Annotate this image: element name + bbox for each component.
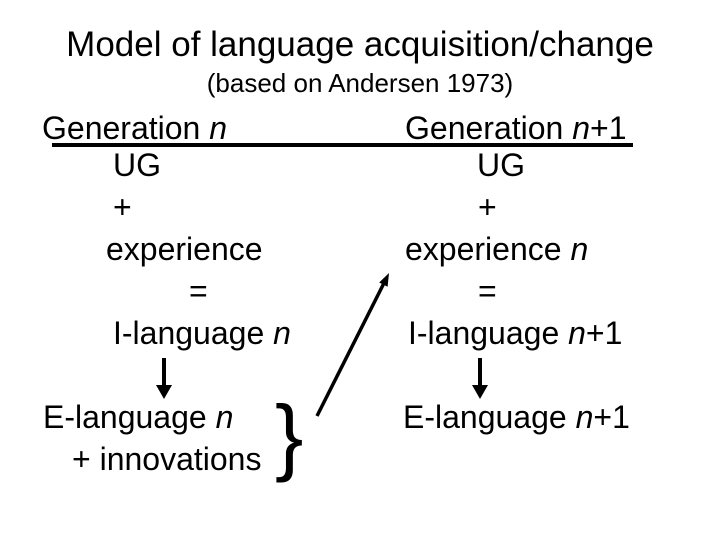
left-column-header: Generation n (42, 109, 227, 147)
right-ug-label: UG (477, 147, 525, 183)
left-equals-label: = (189, 273, 208, 309)
right-experience-text: experience (405, 231, 571, 267)
left-e-language-variable: n (215, 399, 234, 435)
left-experience-label: experience (106, 230, 263, 268)
diagonal-arrow-icon (315, 273, 389, 417)
header-underline (52, 143, 633, 147)
right-i-language-suffix: +1 (585, 315, 623, 351)
left-e-language-text: E-language (43, 399, 216, 435)
right-i-language-label: I-language n+1 (408, 314, 622, 352)
right-e-language-suffix: +1 (593, 399, 630, 435)
right-plus-label: + (478, 189, 497, 225)
right-i-language-variable: n (568, 315, 586, 351)
right-i-language-text: I-language (408, 315, 569, 351)
right-header-suffix: +1 (590, 110, 627, 146)
left-plus-label: + (113, 189, 132, 225)
right-equals-label: = (478, 273, 497, 309)
right-e-language-label: E-language n+1 (403, 398, 630, 436)
left-experience-text: experience (106, 231, 263, 267)
right-down-arrow-icon (472, 358, 488, 399)
right-e-language-variable: n (575, 399, 594, 435)
right-column-header: Generation n+1 (405, 109, 627, 147)
right-experience-variable: n (570, 231, 589, 267)
right-experience-label: experience n (405, 230, 588, 268)
left-e-language-label: E-language n (43, 398, 233, 436)
right-header-text: Generation (405, 110, 573, 146)
right-e-language-text: E-language (403, 399, 576, 435)
left-header-text: Generation (42, 110, 210, 146)
left-i-language-text: I-language (113, 315, 274, 351)
left-i-language-label: I-language n (113, 314, 291, 352)
left-innovations-label: + innovations (72, 441, 262, 477)
slide-title: Model of language acquisition/change (66, 25, 654, 64)
right-header-variable: n (572, 110, 591, 146)
left-down-arrow-icon (156, 358, 172, 399)
left-ug-label: UG (113, 147, 161, 183)
slide-subtitle: (based on Andersen 1973) (206, 68, 514, 98)
curly-brace: } (275, 389, 304, 484)
left-i-language-variable: n (273, 315, 291, 351)
left-header-variable: n (209, 110, 228, 146)
